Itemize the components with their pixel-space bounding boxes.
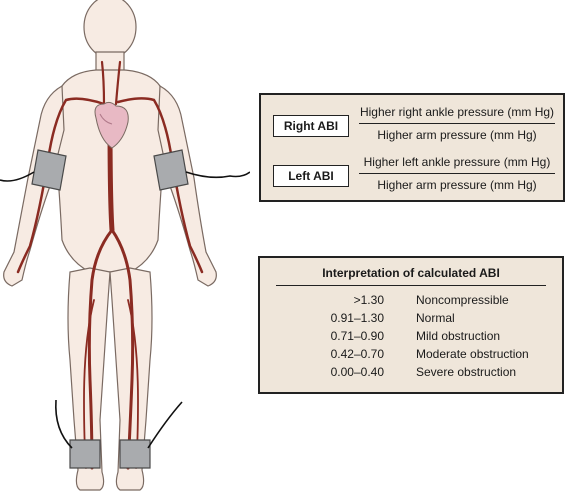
arm-right: [3, 85, 65, 287]
abi-meaning: Moderate obstruction: [416, 347, 529, 361]
iliac-left: [110, 228, 135, 470]
interpretation-row: 0.91–1.30 Normal: [260, 309, 562, 327]
left-abi-fraction: Higher left ankle pressure (mm Hg) Highe…: [359, 153, 555, 194]
interpretation-row: 0.00–0.40 Severe obstruction: [260, 363, 562, 381]
interpretation-title: Interpretation of calculated ABI: [322, 266, 500, 280]
interpretation-row: 0.71–0.90 Mild obstruction: [260, 327, 562, 345]
blood-pressure-cuffs: [31, 149, 189, 469]
left-abi-formula: Left ABI Higher left ankle pressure (mm …: [261, 153, 563, 197]
arm-left: [157, 85, 217, 287]
fraction-bar: [359, 173, 555, 174]
cuff-tubing: [0, 171, 250, 449]
abi-meaning: Normal: [416, 311, 455, 325]
abi-meaning: Mild obstruction: [416, 329, 501, 343]
iliac-right: [87, 228, 114, 470]
cuff-right-arm: [31, 149, 67, 191]
abi-meaning: Severe obstruction: [416, 365, 517, 379]
right-abi-formula: Right ABI Higher right ankle pressure (m…: [261, 103, 563, 147]
body-silhouette: [3, 0, 217, 491]
cuff-left-ankle: [119, 439, 151, 469]
carotid-left: [114, 60, 122, 106]
right-abi-label: Right ABI: [273, 115, 349, 137]
right-abi-denominator: Higher arm pressure (mm Hg): [377, 128, 537, 142]
heart: [94, 101, 129, 149]
abi-range: 0.91–1.30: [330, 311, 384, 325]
body-illustration: [0, 0, 250, 491]
abi-range: 0.42–0.70: [330, 347, 384, 361]
interpretation-row: 0.42–0.70 Moderate obstruction: [260, 345, 562, 363]
right-abi-fraction: Higher right ankle pressure (mm Hg) High…: [359, 103, 555, 144]
head: [83, 0, 137, 59]
left-abi-denominator: Higher arm pressure (mm Hg): [377, 178, 537, 192]
abi-formula-panel: Right ABI Higher right ankle pressure (m…: [259, 93, 565, 202]
cuff-left-arm: [153, 149, 189, 191]
fraction-bar: [359, 123, 555, 124]
cuff-right-ankle: [69, 439, 101, 469]
title-divider: [276, 285, 546, 286]
carotid-right: [100, 60, 106, 106]
abi-range: >1.30: [353, 293, 384, 307]
abi-range: 0.00–0.40: [330, 365, 384, 379]
abi-range: 0.71–0.90: [330, 329, 384, 343]
left-abi-numerator: Higher left ankle pressure (mm Hg): [363, 155, 551, 169]
interpretation-row: >1.30 Noncompressible: [260, 291, 562, 309]
left-abi-label: Left ABI: [273, 165, 349, 187]
abi-meaning: Noncompressible: [416, 293, 509, 307]
abi-interpretation-panel: Interpretation of calculated ABI >1.30 N…: [258, 256, 564, 394]
right-abi-numerator: Higher right ankle pressure (mm Hg): [359, 105, 555, 119]
